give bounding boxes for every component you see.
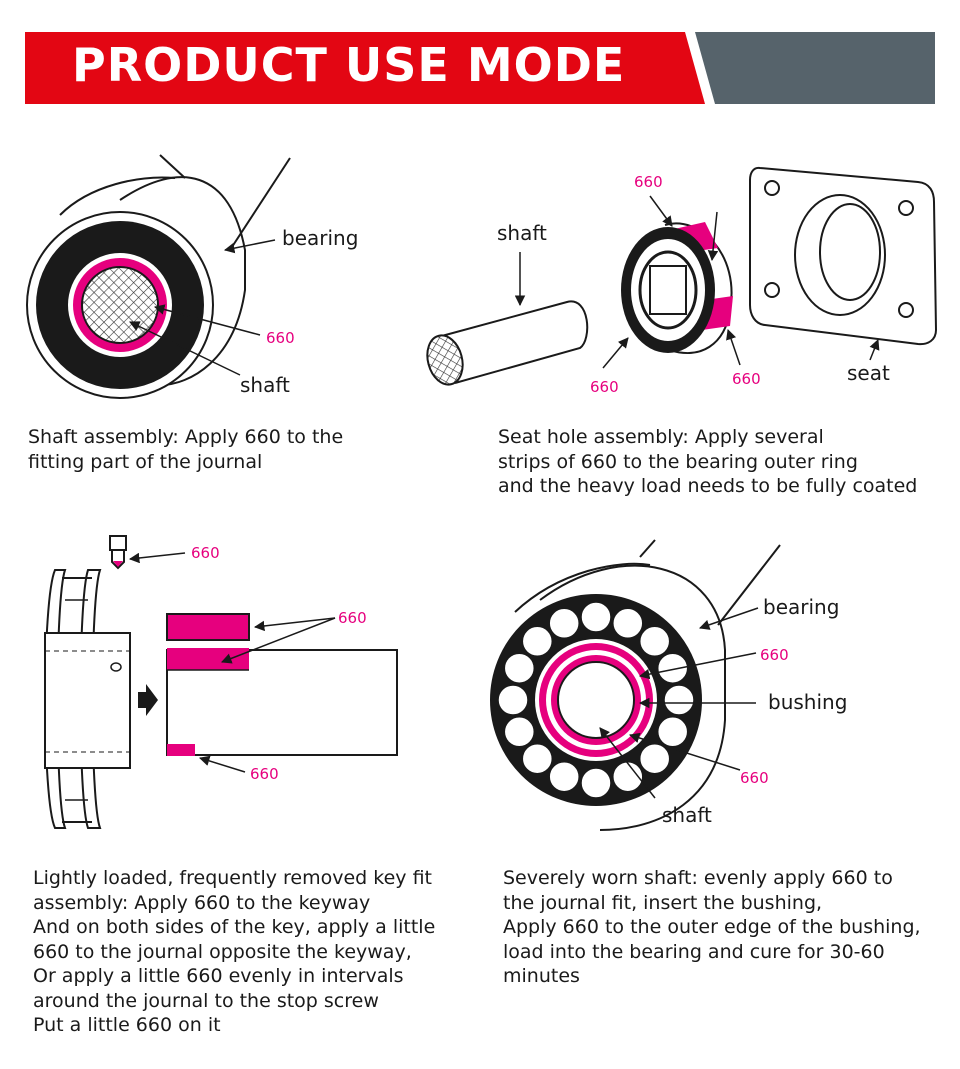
panel-1-diagram: bearing 660 shaft	[26, 154, 358, 399]
caption-line: minutes	[503, 965, 580, 987]
key	[166, 613, 250, 641]
banner-red-band	[25, 32, 705, 104]
caption-line: Shaft assembly: Apply 660 to the	[28, 426, 344, 448]
label-bearing: bearing	[282, 226, 358, 250]
caption-worn-shaft: Severely worn shaft: evenly apply 660 to…	[503, 866, 921, 989]
caption-line: assembly: Apply 660 to the keyway	[33, 891, 371, 914]
direction-arrow	[138, 684, 158, 716]
label-660-key: 660	[338, 609, 367, 627]
roller	[521, 742, 554, 775]
roller	[612, 760, 644, 793]
roller-set	[497, 601, 695, 799]
caption-line: around the journal to the stop screw	[33, 989, 379, 1012]
banner-slate-band	[695, 32, 935, 104]
roller	[663, 684, 695, 716]
page-title: PRODUCT USE MODE	[72, 38, 626, 92]
banner-shapes	[25, 32, 935, 104]
shaft-core	[557, 661, 635, 739]
label-shaft: shaft	[240, 373, 290, 397]
label-seat: seat	[847, 361, 890, 385]
caption-shaft-assembly: Shaft assembly: Apply 660 to the fitting…	[28, 425, 343, 474]
roller	[612, 607, 644, 640]
panel-2-diagram: shaft 660 660 660 seat	[426, 166, 938, 396]
caption-line: Severely worn shaft: evenly apply 660 to	[503, 867, 893, 889]
header-banner: PRODUCT USE MODE	[0, 0, 960, 120]
caption-line: Apply 660 to the outer edge of the bushi…	[503, 916, 921, 938]
label-660-top: 660	[634, 173, 663, 191]
roller	[497, 684, 529, 716]
label-bushing: bushing	[768, 690, 847, 714]
roller	[656, 652, 689, 684]
label-660-right: 660	[732, 370, 761, 388]
label-660-top: 660	[760, 646, 789, 664]
roller	[638, 625, 671, 658]
set-screw	[109, 535, 127, 551]
caption-seat-hole-assembly: Seat hole assembly: Apply several strips…	[498, 425, 917, 499]
caption-line: the journal fit, insert the bushing,	[503, 891, 823, 914]
roller	[548, 607, 580, 640]
label-660: 660	[266, 329, 295, 347]
roller	[580, 767, 612, 799]
caption-line: 660 to the journal opposite the keyway,	[33, 940, 412, 963]
caption-line: Put a little 660 on it	[33, 1014, 221, 1036]
label-bearing: bearing	[763, 595, 839, 619]
label-660-left: 660	[590, 378, 619, 396]
roller	[503, 716, 536, 748]
roller	[503, 652, 536, 684]
roller	[638, 742, 671, 775]
caption-line: And on both sides of the key, apply a li…	[33, 916, 436, 938]
caption-line: fitting part of the journal	[28, 450, 263, 473]
caption-line: strips of 660 to the bearing outer ring	[498, 450, 858, 473]
label-660-bottom: 660	[250, 765, 279, 783]
panel-4-diagram: bearing 660 bushing 660 shaft	[490, 539, 847, 831]
caption-line: Seat hole assembly: Apply several	[498, 426, 824, 448]
label-shaft: shaft	[497, 221, 547, 245]
shaft-section	[81, 266, 159, 344]
caption-line: and the heavy load needs to be fully coa…	[498, 475, 918, 497]
label-660-bottom: 660	[740, 769, 769, 787]
caption-line: Or apply a little 660 evenly in interval…	[33, 965, 404, 987]
label-660-screw: 660	[191, 544, 220, 562]
roller	[580, 601, 612, 633]
panel-3-diagram: 660 660 660	[44, 535, 398, 829]
pulley-hub	[44, 632, 131, 769]
caption-line: Lightly loaded, frequently removed key f…	[33, 867, 432, 889]
caption-line: load into the bearing and cure for 30-60	[503, 940, 885, 963]
shaft-end	[426, 334, 464, 386]
caption-key-fit-assembly: Lightly loaded, frequently removed key f…	[33, 866, 435, 1038]
label-shaft: shaft	[662, 803, 712, 827]
roller	[656, 716, 689, 748]
roller	[548, 760, 580, 793]
roller	[521, 625, 554, 658]
